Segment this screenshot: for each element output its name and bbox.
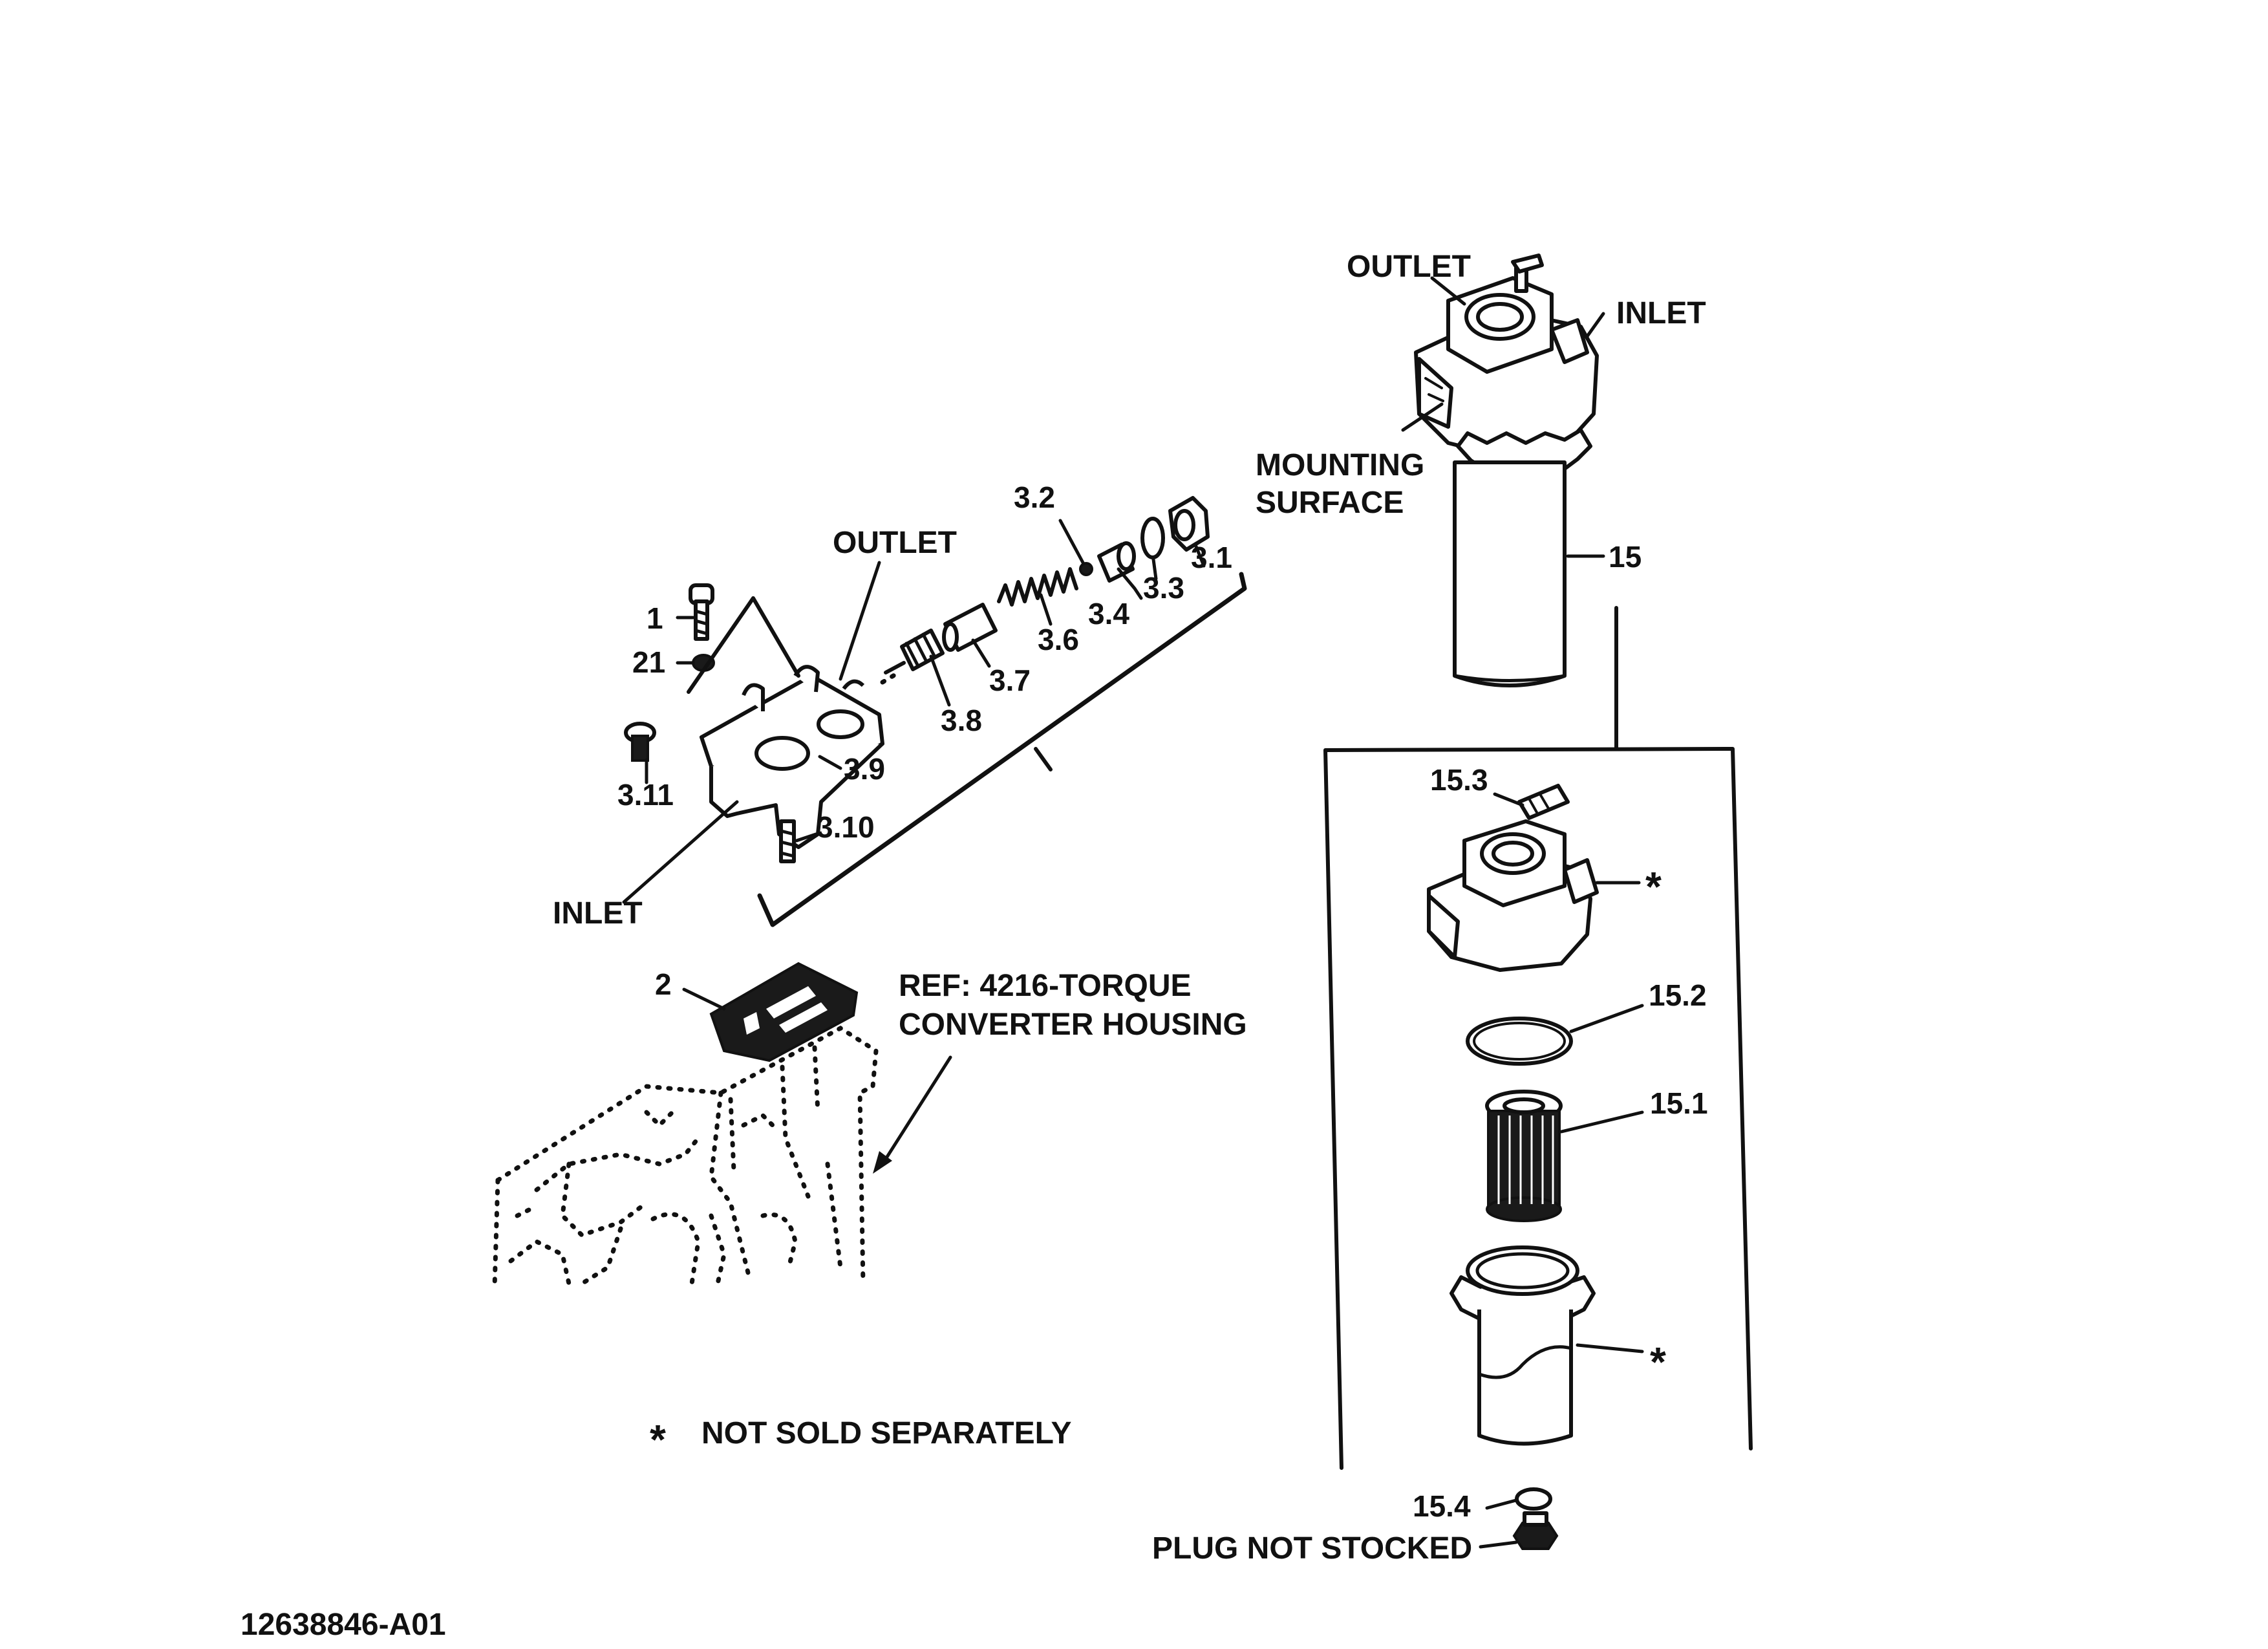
leader-15-1 — [1559, 1110, 1644, 1134]
filter-head-exploded — [1427, 819, 1599, 972]
callout-15-2: 15.2 — [1649, 978, 1707, 1012]
callout-1: 1 — [647, 601, 663, 635]
callout-3-7: 3.7 — [989, 663, 1031, 697]
group-3-bracket — [757, 572, 1247, 927]
bolt-guide-lines — [687, 596, 800, 694]
leader-3-2 — [1058, 519, 1085, 565]
callout-3-3: 3.3 — [1143, 571, 1184, 605]
label-mounting-line2: SURFACE — [1256, 486, 1404, 520]
callout-3-10: 3.10 — [817, 810, 875, 844]
housing-group: 2 REF: 4216-TORQUE CONVERTER HOUSING — [492, 962, 1247, 1289]
leader-outlet-filter — [1430, 276, 1466, 306]
label-inlet-filter: INLET — [1616, 296, 1706, 330]
exploded-box — [1323, 747, 1753, 1470]
label-ref-line1: REF: 4216-TORQUE — [899, 969, 1192, 1003]
callout-3-8: 3.8 — [941, 704, 982, 737]
leader-15-3 — [1493, 792, 1524, 807]
callout-15-4: 15.4 — [1413, 1489, 1471, 1523]
leader-3-1 — [1194, 544, 1206, 568]
callout-15: 15 — [1609, 540, 1642, 574]
stud-3-10 — [779, 819, 796, 863]
leader-inlet-valve — [622, 800, 739, 904]
drawing-number: 12638846-A01 — [241, 1608, 446, 1642]
label-outlet-valve: OUTLET — [833, 526, 957, 560]
leader-outlet-valve — [839, 561, 881, 681]
callout-3-6: 3.6 — [1038, 623, 1079, 656]
leader-mounting — [1401, 402, 1444, 432]
callout-15-1: 15.1 — [1650, 1086, 1708, 1120]
filter-assembly-15: OUTLET INLET MOUNTING SURFACE 15 15.3 * — [1152, 250, 1753, 1566]
callout-21: 21 — [632, 645, 665, 679]
ball-3-2 — [1079, 562, 1093, 576]
filter-bowl-exploded — [1450, 1245, 1596, 1446]
label-plug: PLUG NOT STOCKED — [1152, 1531, 1472, 1566]
callout-3-2: 3.2 — [1014, 480, 1055, 514]
torque-converter-housing — [492, 1025, 879, 1289]
leader-2 — [682, 987, 726, 1011]
oring-3-3 — [1140, 517, 1165, 559]
fitting-3-8 — [884, 629, 945, 674]
oring-15-2 — [1466, 1017, 1573, 1066]
star-top: * — [1645, 863, 1662, 910]
drain-plug — [1512, 1511, 1559, 1550]
spool-3-7 — [942, 603, 998, 652]
plug-3-1 — [1168, 496, 1210, 552]
callout-3-1: 3.1 — [1191, 541, 1232, 574]
leader-3-3 — [1151, 557, 1158, 581]
valve-assembly-group: 1 21 3.11 3.9 3.10 3.8 3.7 3.6 3.4 3.3 3… — [553, 480, 1247, 931]
filter-head — [1414, 253, 1599, 458]
seat-3-4 — [1097, 541, 1136, 583]
label-ref-line2: CONVERTER HOUSING — [899, 1008, 1247, 1042]
label-mounting-line1: MOUNTING — [1256, 448, 1424, 482]
label-outlet-filter: OUTLET — [1347, 250, 1471, 284]
leader-3-7 — [971, 638, 991, 668]
leader-3-6 — [1039, 593, 1053, 626]
leader-15-2 — [1569, 1004, 1644, 1033]
star-bottom: * — [1650, 1339, 1666, 1385]
bolt-1 — [689, 583, 714, 641]
legend-asterisk: * — [650, 1416, 666, 1463]
spring-3-6 — [997, 567, 1078, 607]
bracket-tick — [1034, 747, 1053, 771]
leader-inlet-filter — [1585, 312, 1605, 338]
leader-star-bottom — [1576, 1343, 1644, 1353]
oring-15-4 — [1515, 1487, 1552, 1511]
leader-3-10 — [795, 832, 818, 843]
nut-3-11 — [624, 722, 656, 762]
arrowhead-icon — [873, 1151, 892, 1174]
label-inlet-valve: INLET — [553, 896, 643, 931]
filter-bowl-15 — [1453, 460, 1567, 687]
callout-3-4: 3.4 — [1088, 597, 1129, 630]
gasket-2 — [709, 962, 859, 1062]
leader-15-4 — [1485, 1498, 1518, 1510]
callout-3-11: 3.11 — [617, 778, 674, 812]
leader-plug — [1479, 1540, 1518, 1549]
filter-element-15-1 — [1485, 1090, 1563, 1222]
legend-text: NOT SOLD SEPARATELY — [701, 1416, 1072, 1450]
callout-3-9: 3.9 — [844, 752, 885, 786]
assembly-axis-dots — [880, 670, 901, 685]
leader-3-8 — [929, 654, 951, 707]
callout-15-3: 15.3 — [1430, 763, 1488, 797]
leader-3-9 — [818, 755, 842, 770]
fitting-15-3 — [1517, 784, 1570, 820]
leader-3-4 — [1117, 567, 1143, 600]
leader-ref-housing — [881, 1055, 952, 1166]
callout-2: 2 — [655, 967, 672, 1001]
